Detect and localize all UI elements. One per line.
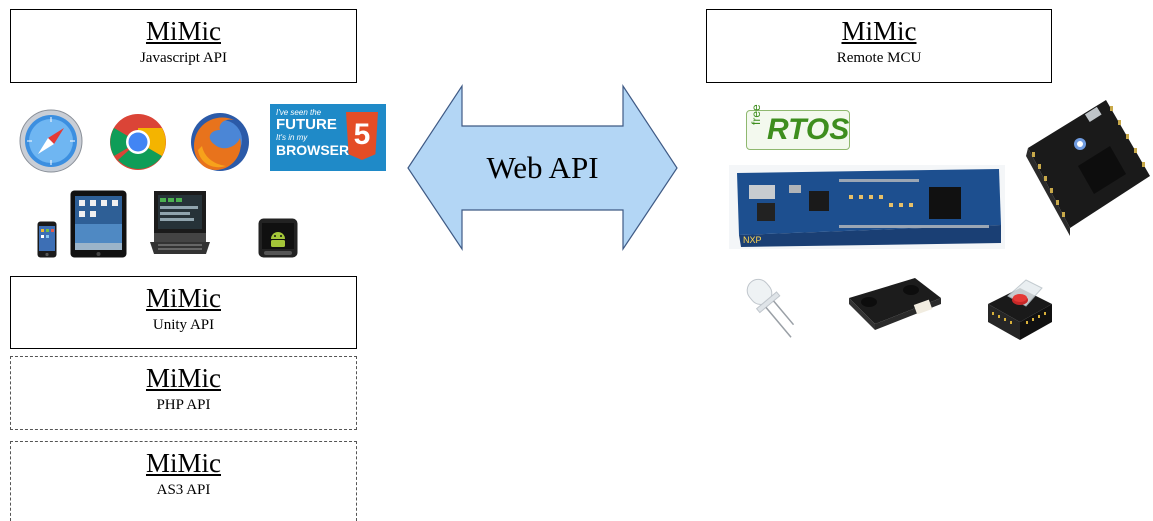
- web-api-label: Web API: [486, 150, 599, 185]
- html5-badge-line3: It's in my: [276, 133, 308, 142]
- svg-text:NXP: NXP: [743, 235, 762, 245]
- mimic-js-api-box: MiMic Javascript API: [10, 9, 357, 83]
- freertos-text: RTOS: [767, 113, 850, 146]
- html5-number: 5: [353, 118, 371, 151]
- js-api-title: MiMic: [145, 16, 221, 46]
- html5-badge-line2: FUTURE: [276, 116, 337, 133]
- chrome-icon: [110, 114, 166, 170]
- freertos-prefix: free: [749, 104, 763, 125]
- as3-api-subtitle: AS3 API: [156, 482, 211, 498]
- html5-shield-icon: 5: [346, 112, 378, 160]
- laptop-icon: [150, 191, 210, 254]
- iphone-icon: [37, 221, 57, 258]
- distance-sensor: [849, 278, 941, 330]
- remote-mcu-title: MiMic: [841, 16, 917, 46]
- php-api-subtitle: PHP API: [156, 397, 211, 413]
- unity-api-subtitle: Unity API: [152, 317, 215, 333]
- mimic-as3-api-box: MiMic AS3 API: [10, 441, 357, 521]
- mbed-module: [1026, 100, 1150, 236]
- html5-badge-line1: I've seen the: [276, 108, 322, 117]
- lpcxpresso-board: NXP: [729, 165, 1005, 249]
- as3-api-title: MiMic: [145, 448, 221, 478]
- freertos-logo: free RTOS: [746, 104, 850, 150]
- php-api-title: MiMic: [145, 363, 221, 393]
- mimic-php-api-box: MiMic PHP API: [10, 356, 357, 430]
- double-arrow-shape: [407, 83, 678, 251]
- js-api-subtitle: Javascript API: [139, 50, 228, 66]
- unity-api-title: MiMic: [145, 283, 221, 313]
- html5-badge: I've seen the FUTURE It's in my BROWSER …: [270, 104, 386, 171]
- android-phone-icon: [258, 218, 298, 258]
- mimic-remote-mcu-box: MiMic Remote MCU: [706, 9, 1052, 83]
- firefox-icon: [191, 113, 249, 171]
- safari-icon: [19, 109, 83, 173]
- pushbutton-module: [988, 279, 1052, 340]
- mimic-unity-api-box: MiMic Unity API: [10, 276, 357, 349]
- ipad-icon: [70, 190, 127, 258]
- remote-mcu-subtitle: Remote MCU: [836, 50, 922, 66]
- html5-badge-line4: BROWSER: [276, 142, 350, 158]
- led-component: [746, 278, 795, 338]
